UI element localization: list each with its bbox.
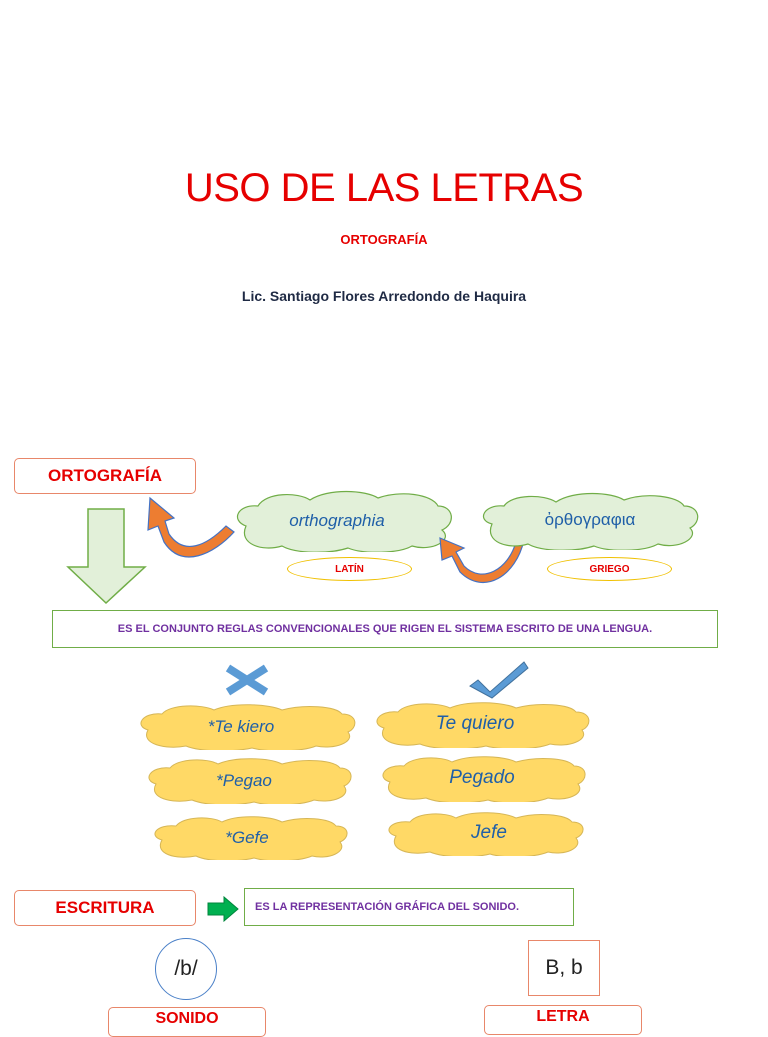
incorrect-cloud-1: *Te kiero <box>136 704 356 750</box>
latin-word: orthographia <box>289 511 385 530</box>
cloud-shape <box>148 758 352 804</box>
correct-cloud-1: Te quiero <box>372 702 590 748</box>
cloud-shape <box>382 756 586 802</box>
cloud-shape <box>388 812 584 856</box>
curved-arrow-icon <box>147 496 235 558</box>
incorrect-word: *Pegao <box>216 771 272 790</box>
incorrect-cloud-3: *Gefe <box>150 816 348 860</box>
letter-symbol: B, b <box>528 940 600 996</box>
letra-label-box: LETRA <box>484 1005 642 1035</box>
escritura-label: ESCRITURA <box>55 898 155 917</box>
incorrect-cloud-2: *Pegao <box>144 758 352 804</box>
down-arrow-icon <box>66 508 147 605</box>
slide-title: USO DE LAS LETRAS <box>184 166 584 210</box>
cloud-shape <box>236 490 452 552</box>
letra-label: LETRA <box>536 1008 590 1025</box>
cloud-shape <box>154 816 348 860</box>
incorrect-word: *Te kiero <box>207 717 275 736</box>
correct-cloud-2: Pegado <box>378 756 586 802</box>
ortografia-label: ORTOGRAFÍA <box>48 466 162 485</box>
latin-label: LATÍN <box>287 557 412 581</box>
greek-word: ὀρθογραφια <box>544 510 636 529</box>
correct-cloud-3: Jefe <box>384 812 584 856</box>
cloud-shape <box>482 492 699 550</box>
incorrect-word: *Gefe <box>225 828 269 847</box>
curved-arrow-icon <box>439 537 525 583</box>
cloud-shape <box>376 702 590 748</box>
escritura-definition: ES LA REPRESENTACIÓN GRÁFICA DEL SONIDO. <box>244 888 574 926</box>
ortografia-definition: ES EL CONJUNTO REGLAS CONVENCIONALES QUE… <box>52 610 718 648</box>
cloud-orthographia: orthographia <box>232 490 454 552</box>
sonido-label: SONIDO <box>155 1010 219 1027</box>
ortografia-label-box: ORTOGRAFÍA <box>14 458 196 494</box>
cross-icon <box>225 664 269 696</box>
author-name: Lic. Santiago Flores Arredondo de Haquir… <box>241 288 527 304</box>
right-arrow-icon <box>207 896 239 922</box>
correct-word: Te quiero <box>435 713 515 734</box>
correct-word: Jefe <box>471 822 507 843</box>
check-icon <box>469 661 529 699</box>
correct-word: Pegado <box>449 767 515 788</box>
slide-subtitle: ORTOGRAFÍA <box>340 232 428 247</box>
cloud-shape <box>140 704 356 750</box>
greek-label: GRIEGO <box>547 557 672 581</box>
sonido-label-box: SONIDO <box>108 1007 266 1037</box>
sound-symbol: /b/ <box>155 938 217 1000</box>
escritura-label-box: ESCRITURA <box>14 890 196 926</box>
cloud-greek: ὀρθογραφια <box>478 492 702 550</box>
